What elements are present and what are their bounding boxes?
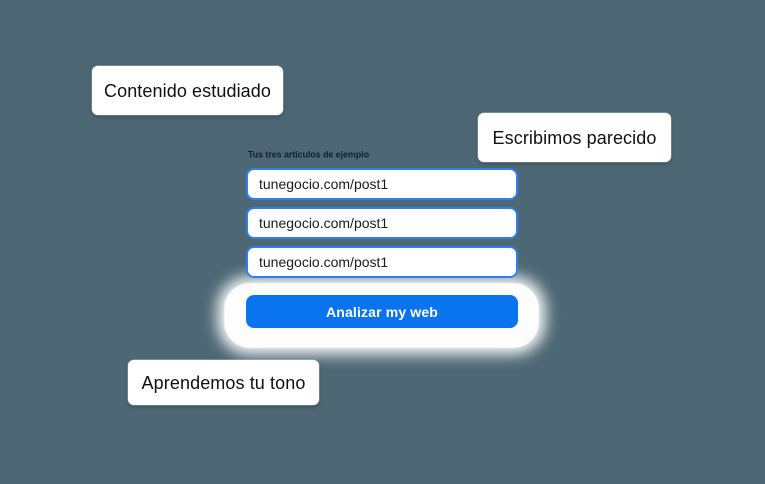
article-url-input-1[interactable]: [246, 168, 518, 200]
callout-learns-tone: Aprendemos tu tono: [128, 360, 319, 405]
example-articles-form: Tus tres artículos de ejemplo: [246, 148, 518, 285]
callout-learns-tone-label: Aprendemos tu tono: [141, 372, 306, 393]
article-url-input-3[interactable]: [246, 246, 518, 278]
article-url-input-2[interactable]: [246, 207, 518, 239]
callout-content-studied: Contenido estudiado: [92, 66, 283, 115]
callout-content-studied-label: Contenido estudiado: [103, 80, 272, 101]
callout-similar-writing-label: Escribimos parecido: [492, 127, 657, 148]
callout-similar-writing: Escribimos parecido: [478, 113, 671, 162]
example-articles-label: Tus tres artículos de ejemplo: [248, 148, 369, 160]
analyze-web-button[interactable]: Analizar my web: [246, 295, 518, 328]
